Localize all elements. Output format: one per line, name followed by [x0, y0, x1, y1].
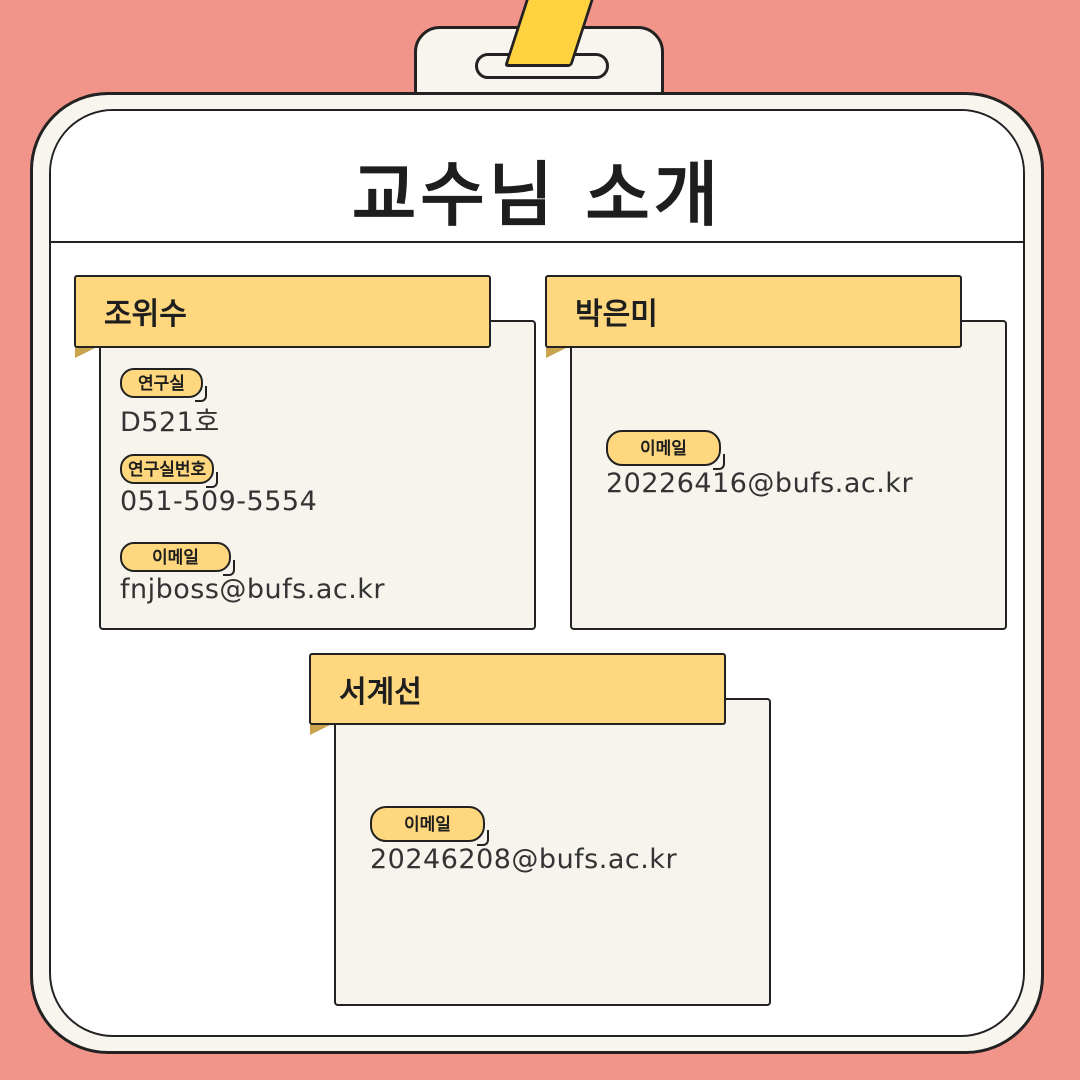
tab-fold	[75, 346, 99, 358]
field-value[interactable]: fnjboss@bufs.ac.kr	[120, 574, 386, 605]
field-email: 이메일 20246208@bufs.ac.kr	[370, 806, 677, 875]
field-label-pill: 이메일	[120, 542, 235, 576]
professor-card-body	[570, 320, 1007, 630]
field-label-pill: 연구실번호	[120, 454, 219, 488]
professor-name: 서계선	[339, 675, 422, 710]
tab-fold	[546, 346, 570, 358]
field-email: 이메일 20226416@bufs.ac.kr	[606, 430, 913, 499]
professor-name: 조위수	[104, 297, 187, 332]
tab-fold	[310, 723, 334, 735]
field-value[interactable]: 20246208@bufs.ac.kr	[370, 844, 678, 875]
field-value: D521호	[120, 407, 220, 438]
field-email: 이메일 fnjboss@bufs.ac.kr	[120, 542, 385, 605]
field-value[interactable]: 20226416@bufs.ac.kr	[606, 468, 914, 499]
field-office-phone: 연구실번호 051-509-5554	[120, 454, 317, 517]
professor-name-tab: 조위수	[74, 275, 491, 348]
professor-name-tab: 서계선	[309, 653, 726, 725]
field-label-pill: 연구실	[120, 368, 207, 402]
field-value: 051-509-5554	[120, 486, 318, 517]
card-header: 교수님 소개	[51, 111, 1023, 243]
professor-name-tab: 박은미	[545, 275, 962, 348]
professor-card-body	[334, 698, 771, 1006]
field-office: 연구실 D521호	[120, 368, 220, 439]
field-label-pill: 이메일	[370, 806, 489, 846]
field-label-pill: 이메일	[606, 430, 725, 470]
professor-name: 박은미	[575, 297, 658, 332]
page-title: 교수님 소개	[351, 154, 723, 236]
